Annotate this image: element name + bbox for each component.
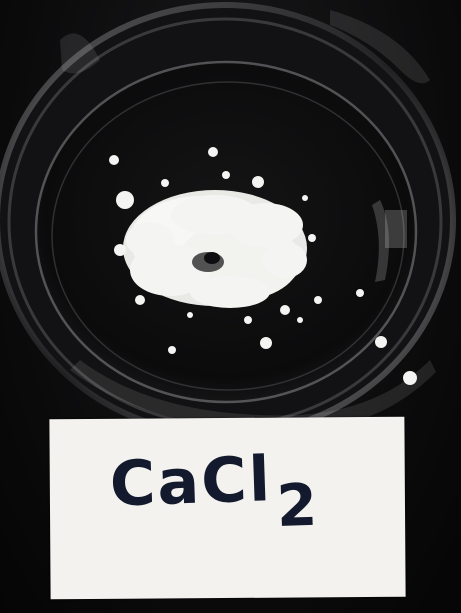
glass-reflection-right [372, 200, 389, 282]
glass-reflection-top-right [330, 10, 430, 84]
formula-main: CaCl [108, 442, 274, 521]
glass-reflection-left [60, 33, 100, 74]
calcium-chloride-powder [109, 147, 417, 385]
chemical-formula-label: CaCl2 [109, 442, 321, 540]
glass-reflection-window [385, 210, 407, 248]
glass-reflection-bottom [70, 360, 436, 431]
chemical-label-card: CaCl2 [49, 416, 406, 600]
formula-subscript: 2 [275, 470, 321, 541]
dish-inner-base [51, 81, 405, 391]
